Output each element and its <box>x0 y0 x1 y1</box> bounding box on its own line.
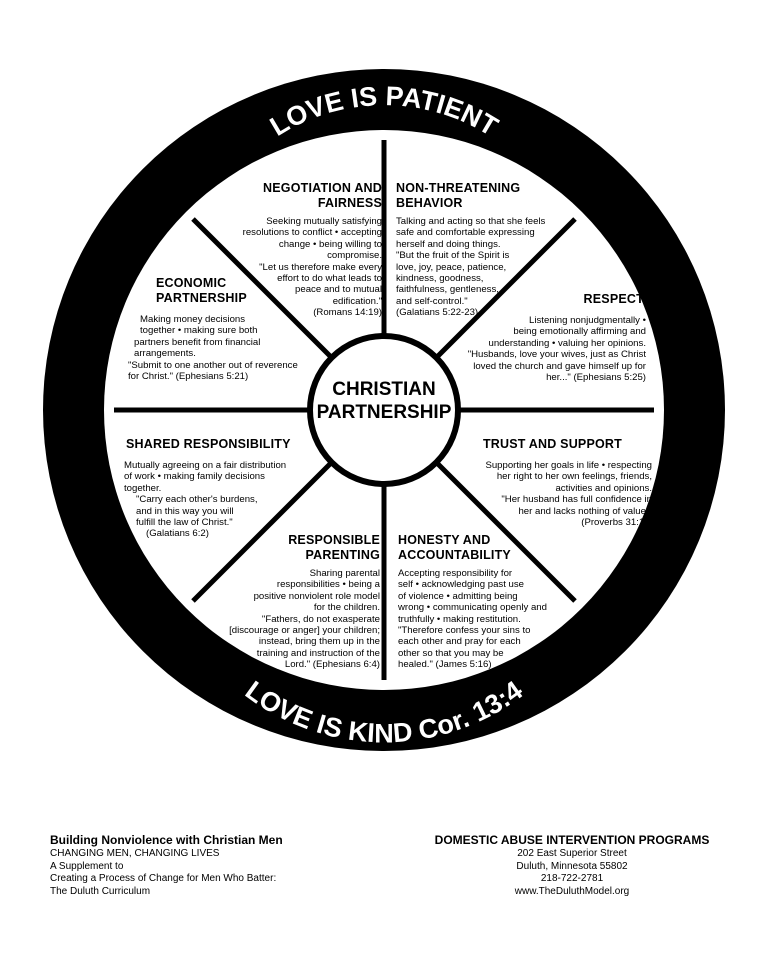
segment-body-line: peace and to mutual <box>295 284 382 296</box>
segment-title-line: ECONOMIC <box>156 276 227 290</box>
segment-body-line: her and lacks nothing of value." <box>518 505 652 517</box>
segment-body-line: other so that you may be <box>398 647 504 659</box>
segment-title-line: NEGOTIATION AND <box>263 181 382 195</box>
segment-title-line: FAIRNESS <box>317 196 382 210</box>
center-line-1: CHRISTIAN <box>332 379 436 400</box>
segment-body-line: [discourage or anger] your children; <box>229 625 380 637</box>
segment-body-line: (Galatians 6:2) <box>146 528 209 540</box>
segment-body-line: "Husbands, love your wives, just as Chri… <box>467 349 646 361</box>
center-line-2: PARTNERSHIP <box>316 402 452 423</box>
segment-body-line: for the children. <box>313 602 380 614</box>
center-hub <box>307 333 461 487</box>
segment-body-line: training and instruction of the <box>256 647 380 659</box>
segment-title-line: RESPECT <box>583 292 644 306</box>
segment-body-line: her right to her own feelings, friends, <box>496 471 652 483</box>
segment-body-line: each other and pray for each <box>398 636 521 648</box>
segment-body-line: understanding • valuing her opinions. <box>488 337 646 349</box>
segment-body-line: fulfill the law of Christ." <box>136 517 233 529</box>
segment-body-line: her..." (Ephesians 5:25) <box>546 372 646 384</box>
segment-body-line: activities and opinions. <box>555 482 652 494</box>
segment-body-line: together. <box>124 482 162 494</box>
footer-left-line: CHANGING MEN, CHANGING LIVES <box>50 848 220 859</box>
segment-title-line: TRUST AND SUPPORT <box>482 437 622 451</box>
footer-organization-info: DOMESTIC ABUSE INTERVENTION PROGRAMS 202… <box>412 832 732 898</box>
segment-body-line: Talking and acting so that she feels <box>396 216 546 227</box>
footer-left-line: Creating a Process of Change for Men Who… <box>50 873 277 884</box>
segment-body-line: Listening nonjudgmentally • <box>529 315 646 326</box>
segment-body-line: Seeking mutually satisfying <box>266 216 382 227</box>
segment-body-line: "Her husband has full confidence in <box>501 494 652 506</box>
segment-trust-support: TRUST AND SUPPORT Supporting her goals i… <box>436 437 652 528</box>
segment-body-line: partners benefit from financial <box>134 336 261 348</box>
center-title: CHRISTIAN PARTNERSHIP <box>306 378 462 424</box>
segment-body-line: effort to do what leads to <box>277 273 382 285</box>
segment-title-line: HONESTY AND <box>398 533 491 547</box>
segment-body-line: self • acknowledging past use <box>398 579 525 591</box>
segment-body-line: change • being willing to <box>278 238 382 250</box>
segment-body-line: truthfully • making restitution. <box>398 613 521 625</box>
segment-body-line: faithfulness, gentleness, <box>396 284 499 296</box>
segment-negotiation-fairness: NEGOTIATION AND FAIRNESS Seeking mutuall… <box>186 181 382 319</box>
footer-address-line: 202 East Superior Street <box>517 848 627 859</box>
segment-body-line: safe and comfortable expressing <box>396 227 535 239</box>
segment-body-line: of work • making family decisions <box>124 471 265 483</box>
footer-city-line: Duluth, Minnesota 55802 <box>516 860 628 872</box>
segment-body-line: edification." <box>332 295 382 307</box>
segment-body-line: "Fathers, do not exasperate <box>261 613 380 625</box>
segment-body-line: Making money decisions <box>140 314 246 325</box>
segment-title-line: RESPONSIBLE <box>288 533 380 547</box>
segment-body-line: being emotionally affirming and <box>513 326 646 338</box>
footer-left-title: Building Nonviolence with Christian Men <box>50 833 283 847</box>
segment-body-line: and in this way you will <box>136 505 234 517</box>
segment-body-line: responsibilities • being a <box>276 579 380 591</box>
segment-body-line: together • making sure both <box>140 325 258 337</box>
segment-body-line: (Galatians 5:22-23) <box>396 307 479 319</box>
segment-body-line: wrong • communicating openly and <box>398 602 547 614</box>
footer-publication-info: Building Nonviolence with Christian Men … <box>50 832 283 898</box>
segment-body-line: compromise. <box>327 250 382 262</box>
segment-body-line: arrangements. <box>134 348 196 360</box>
segment-body-line: Mutually agreeing on a fair distribution <box>124 460 287 471</box>
segment-body-line: "Therefore confess your sins to <box>398 625 531 637</box>
segment-body-line: Sharing parental <box>309 568 380 579</box>
segment-title-line: ACCOUNTABILITY <box>398 548 511 562</box>
footer-website-link[interactable]: www.TheDuluthModel.org <box>514 885 630 897</box>
segment-body-line: instead, bring them up in the <box>258 636 380 648</box>
segment-shared-responsibility: SHARED RESPONSIBILITY Mutually agreeing … <box>124 437 324 540</box>
segment-title-line: PARTNERSHIP <box>156 291 247 305</box>
segment-body-line: (Romans 14:19) <box>313 307 382 319</box>
segment-title-line: PARENTING <box>305 548 380 562</box>
segment-body-line: Supporting her goals in life • respectin… <box>485 460 652 471</box>
segment-body-line: love, joy, peace, patience, <box>396 261 507 273</box>
segment-body-line: resolutions to conflict • accepting <box>242 227 382 239</box>
segment-respect: RESPECT Listening nonjudgmentally • bein… <box>430 292 646 383</box>
segment-responsible-parenting: RESPONSIBLE PARENTING Sharing parental r… <box>176 533 380 671</box>
footer-left-line: A Supplement to <box>50 860 124 872</box>
footer-right-title: DOMESTIC ABUSE INTERVENTION PROGRAMS <box>434 833 710 847</box>
segment-body-line: Accepting responsibility for <box>398 568 513 579</box>
segment-body-line: (Proverbs 31:11) <box>581 517 652 529</box>
segment-honesty-accountability: HONESTY AND ACCOUNTABILITY Accepting res… <box>398 533 598 671</box>
segment-non-threatening-behavior: NON-THREATENING BEHAVIOR Talking and act… <box>396 181 592 319</box>
segment-body-line: positive nonviolent role model <box>253 590 380 602</box>
segment-body-line: healed." (James 5:16) <box>398 659 492 671</box>
segment-body-line: of violence • admitting being <box>398 590 518 602</box>
footer-phone-line: 218-722-2781 <box>540 873 604 884</box>
segment-title-line: SHARED RESPONSIBILITY <box>126 437 291 451</box>
segment-body-line: for Christ." (Ephesians 5:21) <box>128 371 249 383</box>
segment-body-line: "But the fruit of the Spirit is <box>396 250 510 262</box>
segment-body-line: herself and doing things. <box>396 238 501 250</box>
segment-body-line: "Submit to one another out of reverence <box>128 359 298 371</box>
footer-left-line: The Duluth Curriculum <box>50 885 151 897</box>
segment-body-line: and self-control." <box>396 295 468 307</box>
segment-economic-partnership: ECONOMIC PARTNERSHIP Making money decisi… <box>128 276 328 382</box>
segment-body-line: "Carry each other's burdens, <box>136 494 258 506</box>
segment-title-line: NON-THREATENING <box>396 181 521 195</box>
segment-body-line: loved the church and gave himself up for <box>473 360 646 372</box>
segment-body-line: kindness, goodness, <box>396 273 484 285</box>
segment-title-line: BEHAVIOR <box>396 196 463 210</box>
segment-body-line: "Let us therefore make every <box>259 261 382 273</box>
segment-body-line: Lord." (Ephesians 6:4) <box>284 659 380 671</box>
